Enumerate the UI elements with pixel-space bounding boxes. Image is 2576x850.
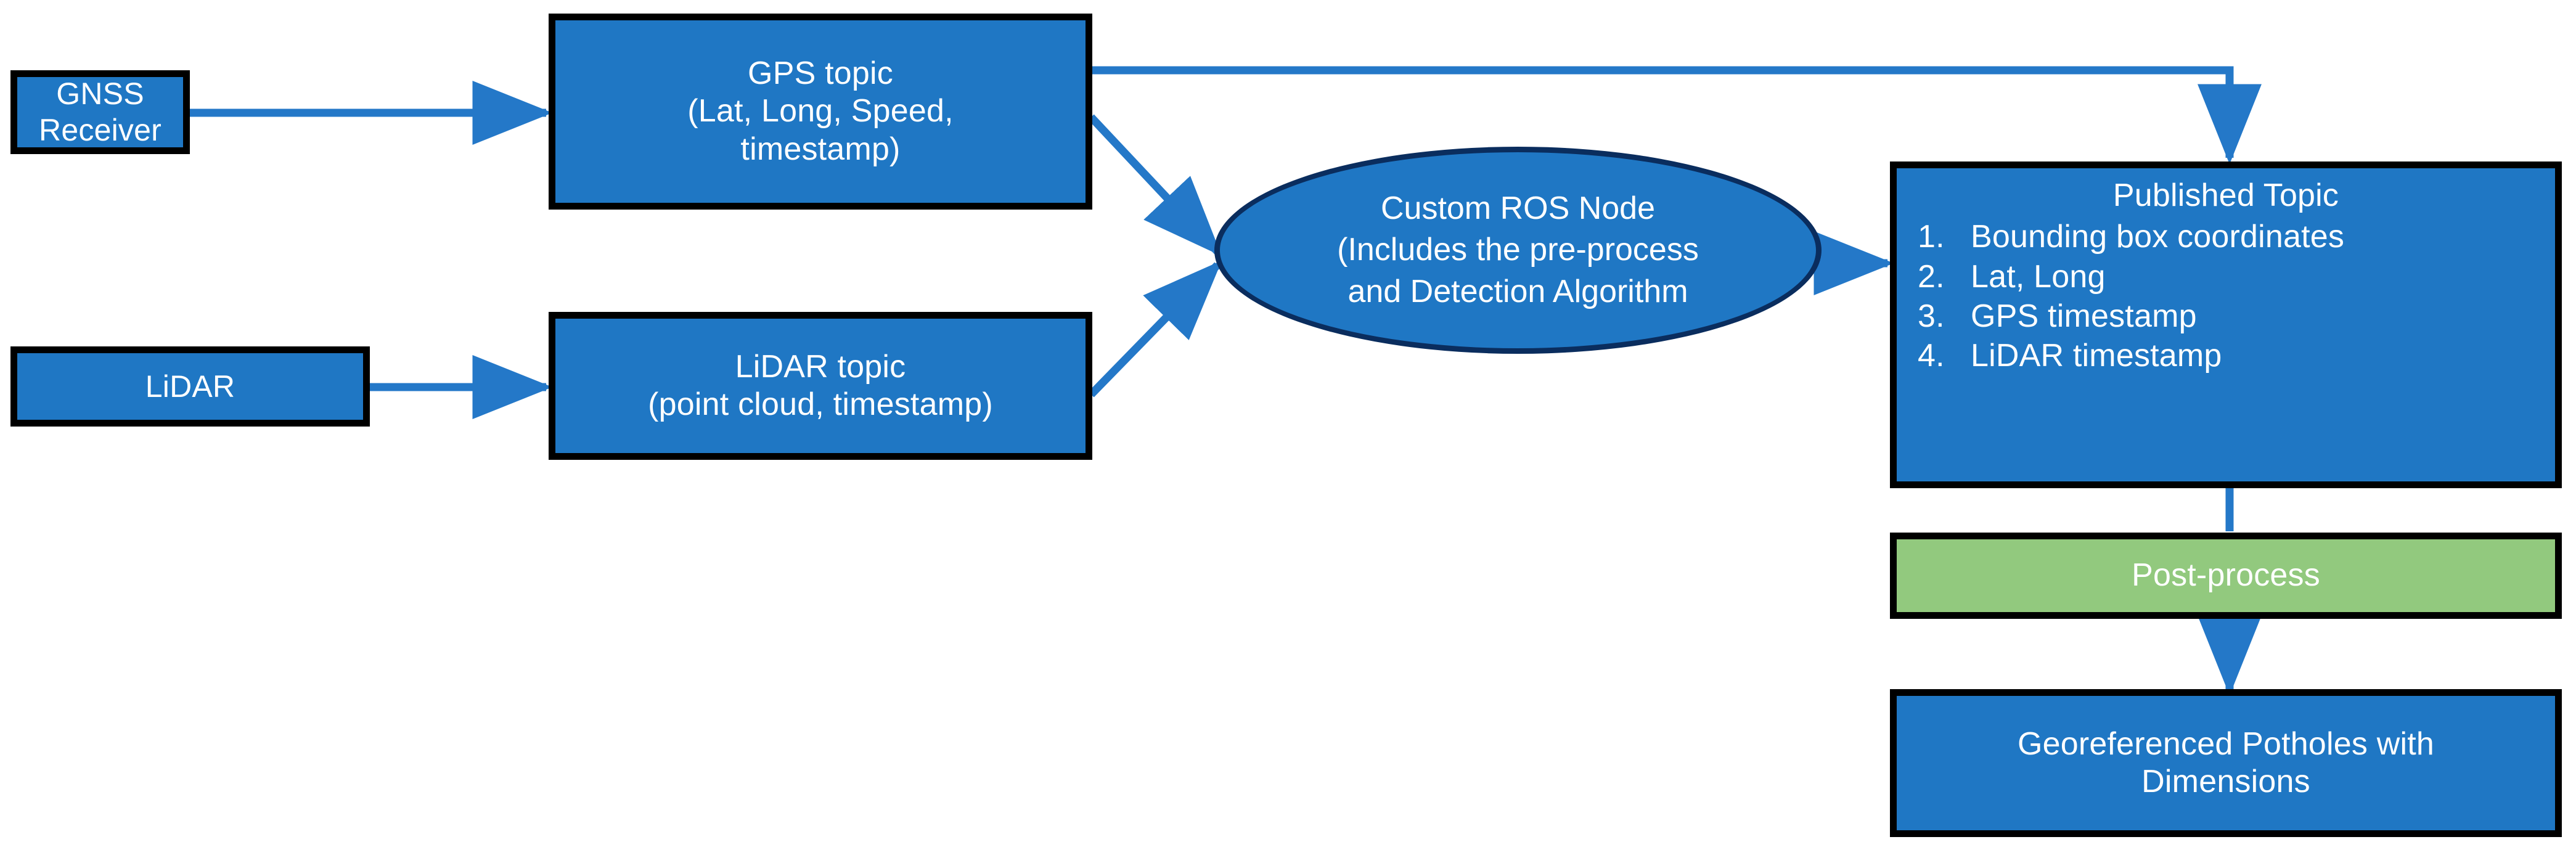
node-post-process-label: Post-process: [2132, 557, 2320, 594]
list-item-label: LiDAR timestamp: [1971, 338, 2222, 374]
node-lidar[interactable]: LiDAR: [10, 346, 370, 427]
node-post-process[interactable]: Post-process: [1890, 533, 2562, 619]
list-item-label: Bounding box coordinates: [1971, 219, 2345, 255]
node-gnss-receiver[interactable]: GNSS Receiver: [10, 70, 190, 154]
list-item-number: 3.: [1918, 298, 1945, 335]
list-item: 2. Lat, Long: [1918, 258, 2555, 296]
list-item: 4. LiDAR timestamp: [1918, 337, 2555, 375]
edge-lidar-topic-to-ros-node: [1088, 260, 1222, 398]
node-lidar-topic[interactable]: LiDAR topic (point cloud, timestamp): [549, 312, 1092, 460]
list-item-label: GPS timestamp: [1971, 298, 2197, 335]
node-georeferenced-potholes[interactable]: Georeferenced Potholes with Dimensions: [1890, 689, 2562, 837]
list-item-number: 2.: [1918, 258, 1945, 295]
list-item-label: Lat, Long: [1971, 258, 2106, 295]
node-gps-topic-label: GPS topic (Lat, Long, Speed, timestamp): [687, 55, 954, 167]
published-topic-list: 1. Bounding box coordinates 2. Lat, Long…: [1897, 218, 2555, 375]
node-georeferenced-potholes-label: Georeferenced Potholes with Dimensions: [2017, 725, 2435, 799]
edge-gps-topic-to-published-topic: [1092, 66, 2262, 165]
node-custom-ros-node[interactable]: Custom ROS Node (Includes the pre-proces…: [1214, 147, 1822, 354]
list-item: 1. Bounding box coordinates: [1918, 218, 2555, 256]
node-lidar-topic-label: LiDAR topic (point cloud, timestamp): [648, 348, 993, 422]
list-item-number: 1.: [1918, 219, 1945, 255]
node-gnss-receiver-label: GNSS Receiver: [39, 76, 162, 147]
node-published-topic-title: Published Topic: [2112, 178, 2339, 213]
node-custom-ros-node-label: Custom ROS Node (Includes the pre-proces…: [1337, 190, 1699, 309]
list-item-number: 4.: [1918, 338, 1945, 374]
node-lidar-label: LiDAR: [145, 369, 235, 404]
node-published-topic[interactable]: Published Topic 1. Bounding box coordina…: [1890, 161, 2562, 488]
list-item: 3. GPS timestamp: [1918, 298, 2555, 335]
node-gps-topic[interactable]: GPS topic (Lat, Long, Speed, timestamp): [549, 14, 1092, 210]
edge-gps-topic-to-ros-node: [1088, 114, 1222, 256]
